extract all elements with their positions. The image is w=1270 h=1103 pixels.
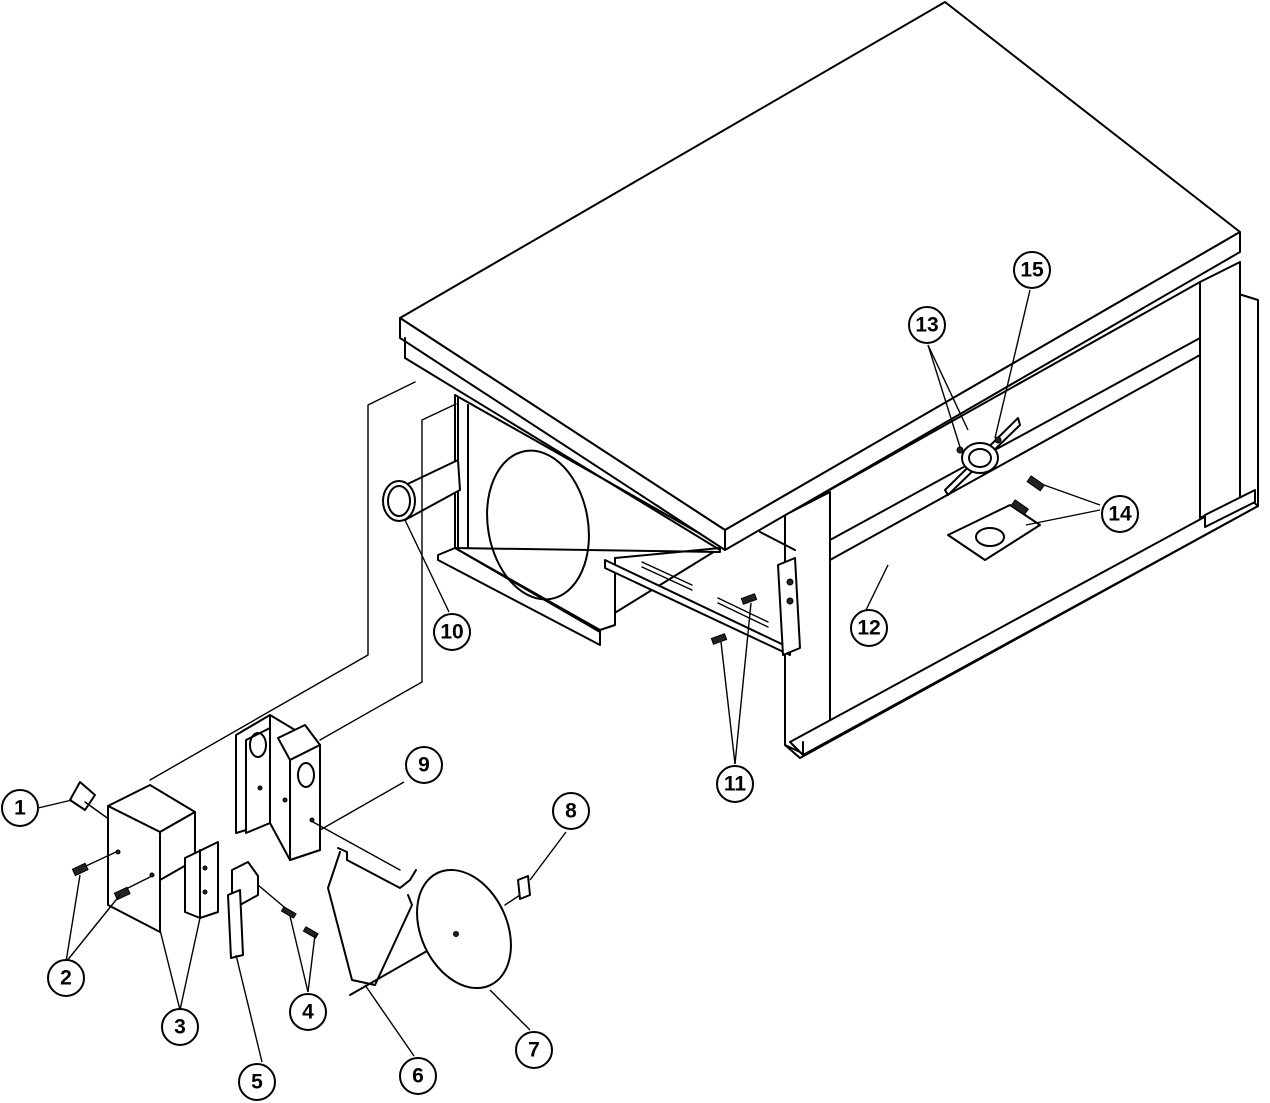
duct-pipe bbox=[382, 459, 461, 522]
callout-12: 12 bbox=[850, 609, 888, 647]
svg-text:8: 8 bbox=[565, 800, 577, 823]
callout-10: 10 bbox=[433, 613, 471, 651]
callout-4: 4 bbox=[289, 993, 327, 1031]
svg-text:7: 7 bbox=[528, 1039, 540, 1062]
callout-11: 11 bbox=[716, 765, 754, 803]
svg-text:13: 13 bbox=[915, 314, 938, 337]
svg-text:12: 12 bbox=[857, 617, 880, 640]
callout-7: 7 bbox=[515, 1031, 553, 1069]
callout-2: 2 bbox=[47, 959, 85, 997]
leader-lines bbox=[37, 289, 1101, 1063]
exploded-parts bbox=[69, 381, 531, 996]
svg-text:11: 11 bbox=[724, 773, 747, 796]
svg-text:4: 4 bbox=[302, 1001, 314, 1024]
callout-15: 15 bbox=[1013, 251, 1051, 289]
svg-text:9: 9 bbox=[418, 754, 430, 777]
svg-text:10: 10 bbox=[440, 621, 463, 644]
svg-text:14: 14 bbox=[1108, 503, 1132, 526]
svg-text:2: 2 bbox=[60, 967, 72, 990]
callout-8: 8 bbox=[552, 792, 590, 830]
callout-1: 1 bbox=[1, 789, 39, 827]
svg-text:1: 1 bbox=[14, 797, 26, 820]
main-housing bbox=[399, 1, 1259, 759]
callout-9: 9 bbox=[405, 746, 443, 784]
callout-6: 6 bbox=[399, 1057, 437, 1095]
callout-14: 14 bbox=[1101, 495, 1139, 533]
svg-text:5: 5 bbox=[251, 1071, 263, 1094]
svg-text:3: 3 bbox=[174, 1016, 186, 1039]
callout-13: 13 bbox=[908, 306, 946, 344]
svg-text:6: 6 bbox=[412, 1065, 424, 1088]
callout-3: 3 bbox=[161, 1008, 199, 1046]
callout-5: 5 bbox=[238, 1063, 276, 1101]
svg-text:15: 15 bbox=[1020, 259, 1044, 282]
